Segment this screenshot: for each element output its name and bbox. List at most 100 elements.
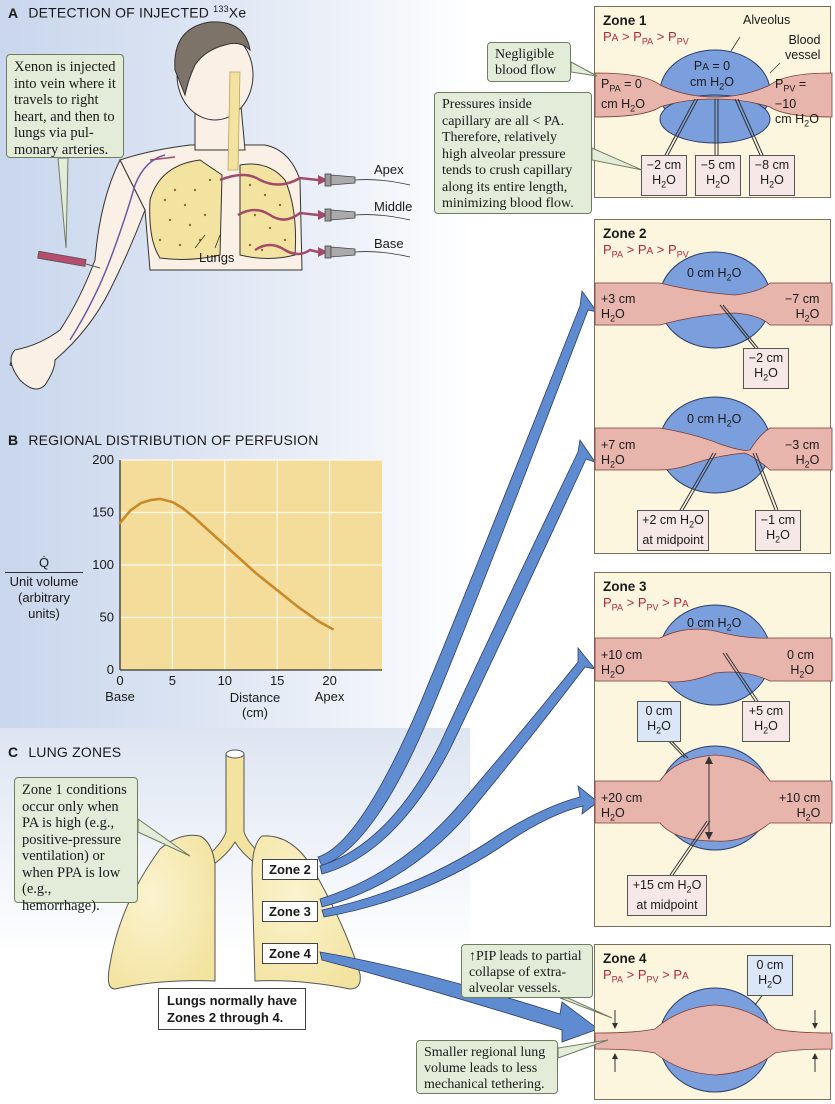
blood-vessel-label-line2: vessel (785, 48, 821, 62)
zone2b-vessel (594, 427, 833, 471)
chart-x-tick-label: 15 (270, 673, 284, 688)
y-label-numerator: Q̇ (38, 555, 50, 570)
pip-note: ↑PIP leads to partial collapse of extra-… (461, 944, 593, 998)
chart-x-tick-sublabel: Base (105, 689, 135, 704)
zone2-label-button[interactable]: Zone 2 (262, 859, 318, 880)
xenon-injection-note: Xenon is injected into vein where it tra… (6, 54, 124, 158)
panel-b-title-text: REGIONAL DISTRIBUTION OF PERFUSION (28, 432, 319, 448)
xenon-injection-note-text: Xenon is injected into vein where it tra… (14, 59, 116, 158)
chart-x-tick-label: 20 (322, 673, 336, 688)
xenon-dots (158, 178, 287, 252)
arrow-to-zone4 (319, 951, 599, 1043)
zone1-conditions-note: Zone 1 conditions occur only when PA is … (14, 777, 138, 914)
lungs-label: Lungs (199, 250, 235, 265)
zone1-title: Zone 1 (603, 13, 647, 28)
zone1-relation: PA > PPA > PPV (603, 29, 689, 47)
lung-volume-note-text: Smaller regional lung volume leads to le… (424, 1045, 546, 1092)
zone3b-vessel (594, 754, 833, 842)
y-label-units: (arbitrary units) (17, 590, 70, 621)
zone3a-alveolar-pressure: 0 cm H2O (687, 616, 742, 633)
zone4-title: Zone 4 (603, 951, 647, 966)
lung-volume-callout-tail (557, 1039, 609, 1059)
detector-base-icon (324, 245, 411, 259)
negligible-flow-callout-tail (570, 61, 598, 77)
detector-apex-icon (324, 173, 411, 187)
human-figure-illustration (9, 21, 411, 390)
detector-middle-icon (324, 208, 411, 222)
zone4-relation: PPA > PPV > PA (603, 967, 689, 985)
chart-x-tick-label: 0 (116, 673, 123, 688)
wave-base (254, 243, 319, 256)
capillary-pressure-note-text: Pressures inside capillary are all < PA.… (442, 97, 574, 211)
chart-series-line (118, 497, 334, 631)
chart-x-tick-label: 10 (218, 673, 232, 688)
syringe-icon (37, 250, 101, 269)
chart-x-axis-label: Distance (cm) (229, 690, 281, 720)
capillary-pressure-note: Pressures inside capillary are all < PA.… (434, 92, 592, 214)
vein-arrow (149, 156, 176, 161)
zone2b-alveolar-pressure: 0 cm H2O (687, 412, 742, 429)
summary-line-1: Lungs normally have (167, 993, 298, 1008)
alveolus-label: Alveolus (743, 13, 791, 27)
zone3-relation: PPA > PPV > PA (603, 595, 689, 613)
zone2-title: Zone 2 (603, 226, 647, 241)
note-callout-tail (57, 157, 69, 249)
arm (9, 158, 146, 369)
right-lung (149, 159, 223, 260)
panel-c-title-text: LUNG ZONES (28, 744, 122, 760)
zone2-relation: PPA > PA > PPV (603, 242, 689, 260)
wave-apex (219, 173, 319, 186)
zone1-conditions-note-text: Zone 1 conditions occur only when PA is … (22, 782, 127, 914)
chart-y-tick-label: 100 (92, 557, 114, 572)
arrow-to-zone3b (321, 785, 599, 918)
zone4-label-button[interactable]: Zone 4 (262, 943, 318, 964)
zone3-label-button[interactable]: Zone 3 (262, 901, 318, 922)
zone3-title: Zone 3 (603, 579, 647, 594)
negligible-flow-note: Negligible blood flow (487, 42, 571, 82)
zone3-vessel-diagrams (594, 604, 833, 876)
zone4-vessel-diagram (594, 987, 833, 1093)
zone1-vessel (594, 72, 833, 118)
chart-y-axis-label: Q̇ Unit volume (arbitrary units) (5, 555, 83, 622)
zone1-vessel-diagram (594, 36, 833, 156)
negligible-flow-note-text: Negligible blood flow (495, 47, 557, 78)
detector-label-base: Base (374, 236, 404, 251)
zone3a-vessel (594, 628, 833, 683)
airway (227, 71, 241, 171)
wave-middle (237, 208, 319, 221)
panel-a-letter: A (8, 4, 19, 21)
zone2-vessel-diagrams (594, 251, 833, 511)
chart-x-tick-sublabel: Apex (315, 689, 345, 704)
pip-note-text: ↑PIP leads to partial collapse of extra-… (469, 949, 582, 996)
hair (174, 21, 251, 97)
chart-y-tick-label: 50 (100, 610, 114, 625)
lung-volume-note: Smaller regional lung volume leads to le… (416, 1040, 558, 1094)
chart-y-tick-label: 0 (107, 662, 114, 677)
zones-summary-box: Lungs normally have Zones 2 through 4. (158, 988, 307, 1030)
pip-note-callout-tail (559, 997, 613, 1019)
right-lung-shape (107, 834, 216, 990)
